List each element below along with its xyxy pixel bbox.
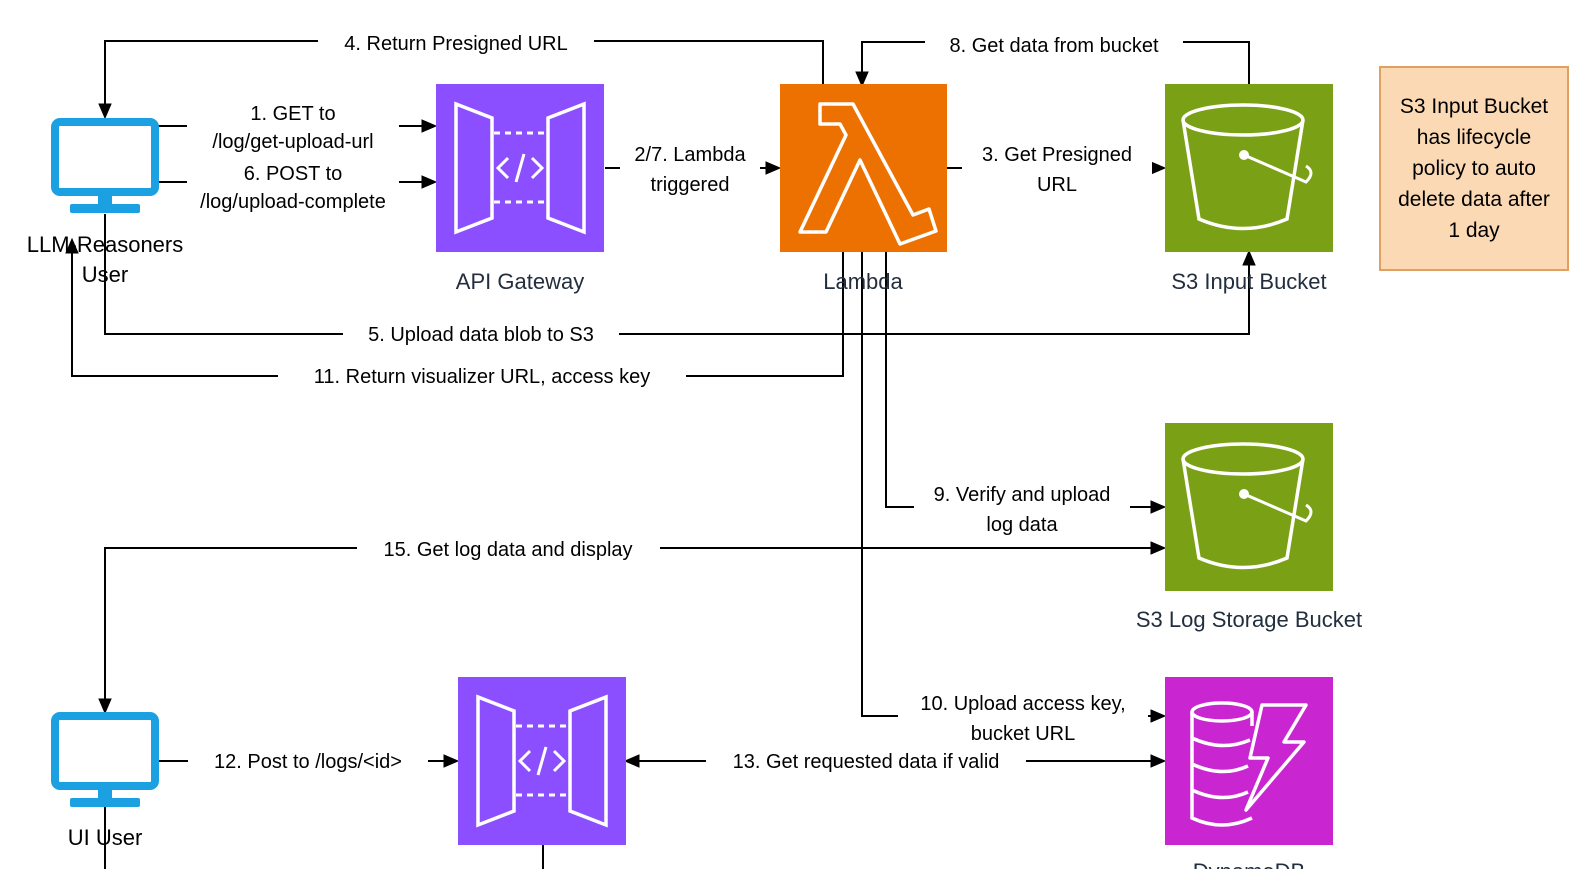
edge-6-label-line1: 6. POST to [244,163,343,185]
edge-4-label: 4. Return Presigned URL [344,33,567,55]
edge-11 [65,237,844,377]
note-line2: has lifecycle [1417,126,1531,149]
s3-input-bucket-icon [1165,84,1333,252]
dynamodb-icon [1165,677,1333,845]
ui-user-label: UI User [68,825,143,850]
s3-input-bucket-label: S3 Input Bucket [1171,269,1326,294]
edge-1-label-line1: 1. GET to [250,103,335,125]
s3-log-bucket-icon [1165,423,1333,591]
edge-9 [885,252,1167,514]
note-line1: S3 Input Bucket [1400,95,1548,118]
edge-9-label-line1: 9. Verify and upload [934,484,1111,506]
lambda-label: Lambda [823,269,903,294]
edge-3-label-line2: URL [1037,174,1077,196]
edge-1-label-line2: /log/get-upload-url [212,131,373,153]
lifecycle-note [1379,66,1569,271]
edge-8-label: 8. Get data from bucket [950,35,1159,57]
edge-2-7-label-line2: triggered [651,174,730,196]
edge-9-label-line2: log data [986,514,1058,536]
edge-5 [104,214,1256,335]
dynamodb-label: DynamoDB [1193,859,1305,869]
note-line3: policy to auto [1412,157,1536,180]
edge-15-label: 15. Get log data and display [383,539,632,561]
edge-15 [98,541,1167,715]
edge-10-label-line1: 10. Upload access key, [920,693,1125,715]
edge-12-label: 12. Post to /logs/<id> [214,751,402,773]
note-line4: delete data after [1398,188,1550,211]
lambda-icon [780,84,947,252]
s3-log-bucket-label: S3 Log Storage Bucket [1136,607,1362,632]
edge-10-label-line2: bucket URL [971,723,1076,745]
api-gateway-icon [436,84,604,252]
ui-user-desktop-icon [51,712,159,807]
edge-5-label: 5. Upload data blob to S3 [368,324,594,346]
edge-6-label-line2: /log/upload-complete [200,191,386,213]
edge-3-label-line1: 3. Get Presigned [982,144,1132,166]
llm-user-label-line2: User [82,262,128,287]
edge-11-label: 11. Return visualizer URL, access key [314,366,650,388]
edge-13-label: 13. Get requested data if valid [733,751,1000,773]
edge-2-7-label-line1: 2/7. Lambda [634,144,746,166]
llm-user-label-line1: LLM-Reasoners [27,232,184,257]
note-line5: 1 day [1448,219,1500,242]
api-gateway-label: API Gateway [456,269,584,294]
api-gateway-bottom-icon [458,677,626,845]
llm-user-desktop-icon [51,118,159,213]
